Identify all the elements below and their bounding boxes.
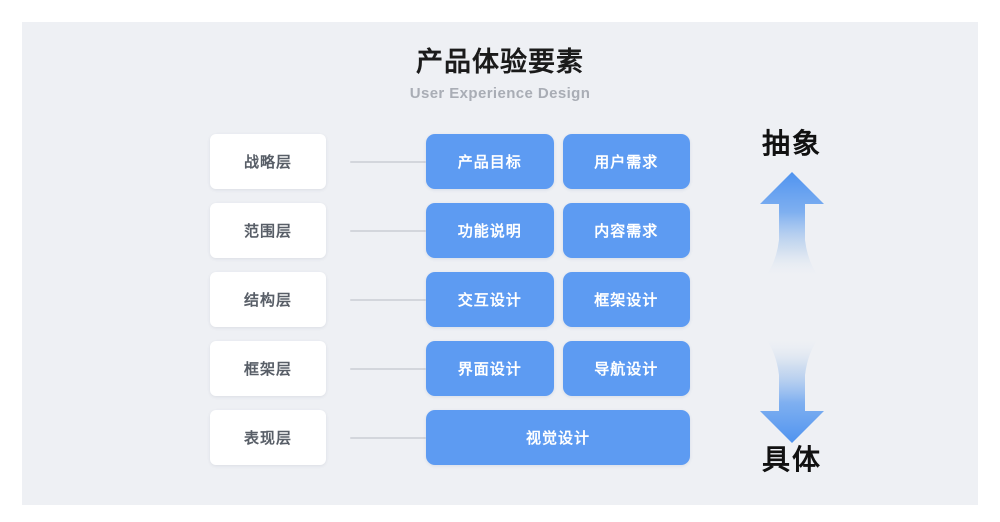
slide-canvas: 产品体验要素 User Experience Design 战略层 产品目标 用… (22, 22, 978, 505)
card-functional-spec[interactable]: 功能说明 (426, 203, 554, 258)
card-user-needs[interactable]: 用户需求 (562, 134, 690, 189)
layer-row: 范围层 功能说明 内容需求 (210, 203, 690, 258)
arrow-down-icon (760, 337, 824, 443)
axis-label-abstract: 抽象 (761, 128, 822, 159)
connector-line (350, 161, 426, 163)
connector-line (350, 230, 426, 232)
layer-row: 表现层 视觉设计 (210, 410, 690, 465)
abstraction-axis: 抽象 具体 (722, 122, 862, 482)
axis-label-concrete: 具体 (761, 444, 822, 475)
card-interaction-design[interactable]: 交互设计 (426, 272, 554, 327)
card-group: 界面设计 导航设计 (426, 341, 690, 396)
arrow-up-icon (760, 172, 824, 278)
layer-row: 结构层 交互设计 框架设计 (210, 272, 690, 327)
card-visual-design[interactable]: 视觉设计 (426, 410, 690, 465)
layer-label-skeleton[interactable]: 框架层 (210, 341, 326, 396)
card-product-goal[interactable]: 产品目标 (426, 134, 554, 189)
card-content-requirements[interactable]: 内容需求 (562, 203, 690, 258)
card-framework-design[interactable]: 框架设计 (562, 272, 690, 327)
layer-rows: 战略层 产品目标 用户需求 范围层 功能说明 内容需求 结构层 交互设计 框架设… (210, 134, 690, 465)
layer-label-strategy[interactable]: 战略层 (210, 134, 326, 189)
layer-row: 框架层 界面设计 导航设计 (210, 341, 690, 396)
connector-line (350, 437, 426, 439)
connector-line (350, 299, 426, 301)
card-group: 功能说明 内容需求 (426, 203, 690, 258)
header: 产品体验要素 User Experience Design (22, 46, 978, 103)
page-subtitle: User Experience Design (409, 85, 591, 103)
layer-label-surface[interactable]: 表现层 (210, 410, 326, 465)
card-group: 交互设计 框架设计 (426, 272, 690, 327)
card-group: 视觉设计 (426, 410, 690, 465)
layer-label-scope[interactable]: 范围层 (210, 203, 326, 258)
connector-line (350, 368, 426, 370)
card-navigation-design[interactable]: 导航设计 (562, 341, 690, 396)
card-group: 产品目标 用户需求 (426, 134, 690, 189)
page-title: 产品体验要素 (416, 47, 584, 77)
layer-label-structure[interactable]: 结构层 (210, 272, 326, 327)
card-interface-design[interactable]: 界面设计 (426, 341, 554, 396)
layer-row: 战略层 产品目标 用户需求 (210, 134, 690, 189)
